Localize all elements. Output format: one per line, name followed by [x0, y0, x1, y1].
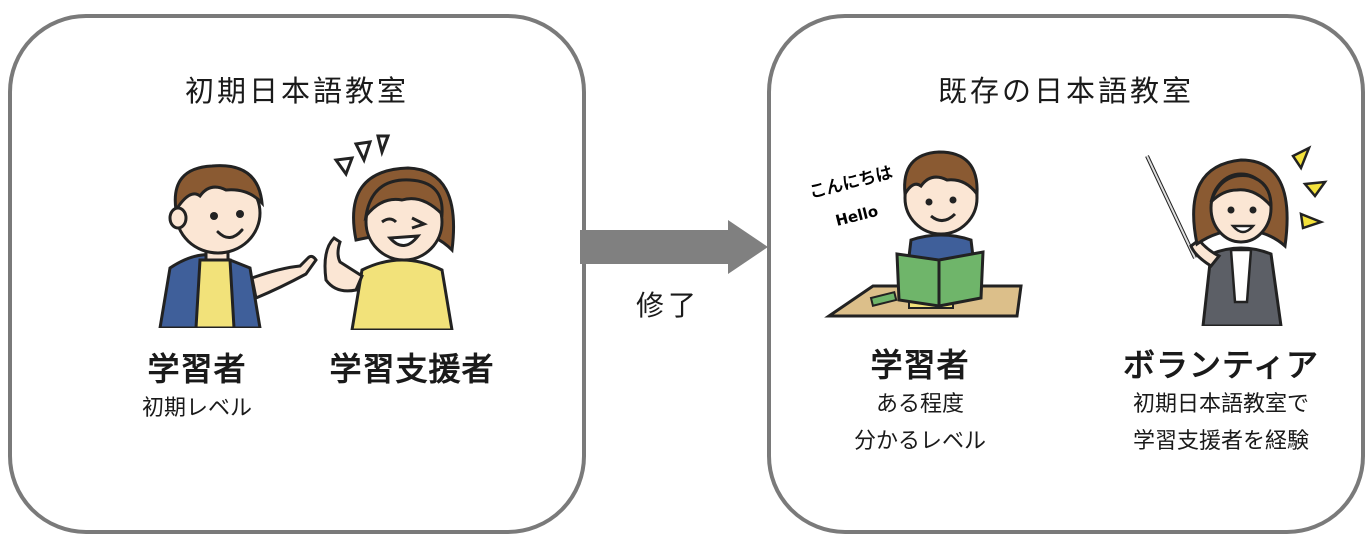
learner-level: 初期レベル — [141, 396, 252, 421]
learner-level-line2: 分かるレベル — [853, 429, 986, 454]
beginner-classroom-panel: 初期日本語教室 — [8, 14, 586, 534]
supporter-label: 学習支援者 — [312, 344, 512, 390]
speech-en: Hello — [834, 202, 880, 230]
existing-classroom-panel: 既存の日本語教室 こんにちは Hello — [767, 14, 1365, 534]
supporter-name: 学習支援者 — [329, 350, 495, 388]
learner-boy-illustration — [158, 164, 318, 328]
volunteer-note-line2: 学習支援者を経験 — [1132, 429, 1309, 454]
beginner-learner-label: 学習者 初期レベル — [132, 344, 262, 427]
volunteer-name: ボランティア — [1122, 346, 1320, 384]
existing-classroom-title: 既存の日本語教室 — [937, 74, 1194, 108]
volunteer-note-line1: 初期日本語教室で — [1132, 392, 1309, 417]
speech-jp: こんにちは — [807, 163, 894, 203]
completion-arrow — [580, 220, 768, 274]
intermediate-learner-label: 学習者 ある程度 分かるレベル — [835, 340, 1005, 460]
volunteer-label: ボランティア 初期日本語教室で 学習支援者を経験 — [1091, 340, 1351, 460]
learner-name: 学習者 — [147, 350, 247, 388]
supporter-girl-illustration — [323, 134, 456, 330]
learner-level-line1: ある程度 — [875, 392, 964, 417]
learner-name: 学習者 — [870, 346, 970, 384]
beginner-classroom-title: 初期日本語教室 — [184, 74, 409, 108]
volunteer-teacher-illustration — [1145, 145, 1328, 326]
learner-reading-illustration: こんにちは Hello — [807, 150, 1023, 318]
completion-label: 修了 — [636, 289, 701, 322]
